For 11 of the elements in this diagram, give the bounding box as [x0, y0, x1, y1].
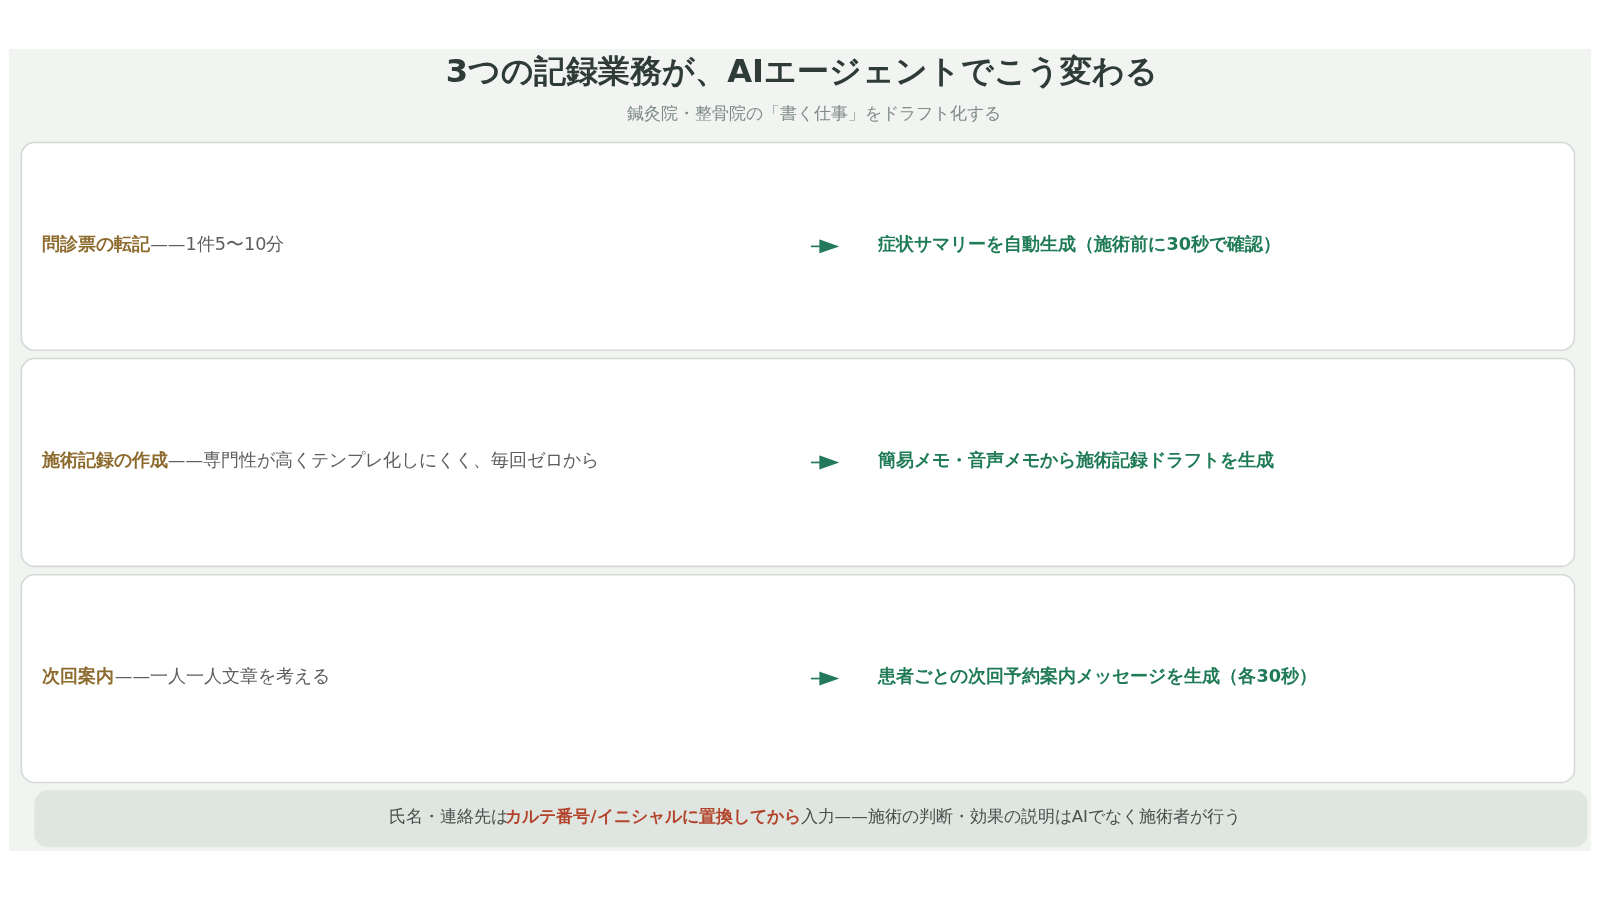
node-text: 患者ごとの次回予約案内メッセージを生成（各30秒）	[878, 665, 1318, 686]
cluster	[20, 141, 1576, 352]
diagram-title: 3つの記録業務が、AIエージェントでこう変わる	[445, 52, 1159, 91]
node-text: 施術記録の作成——専門性が高くテンプレ化しにくく、毎回ゼロから	[42, 449, 600, 470]
node-text: 症状サマリーを自動生成（施術前に30秒で確認）	[878, 233, 1282, 254]
cluster	[20, 357, 1576, 568]
cluster	[20, 573, 1576, 784]
node-text: 問診票の転記——1件5〜10分	[42, 233, 285, 254]
node-text: 次回案内——一人一人文章を考える	[42, 665, 331, 686]
label: 鍼灸院・整骨院の「書く仕事」をドラフト化する	[627, 104, 1002, 124]
node-text: 簡易メモ・音声メモから施術記録ドラフトを生成	[878, 449, 1275, 470]
